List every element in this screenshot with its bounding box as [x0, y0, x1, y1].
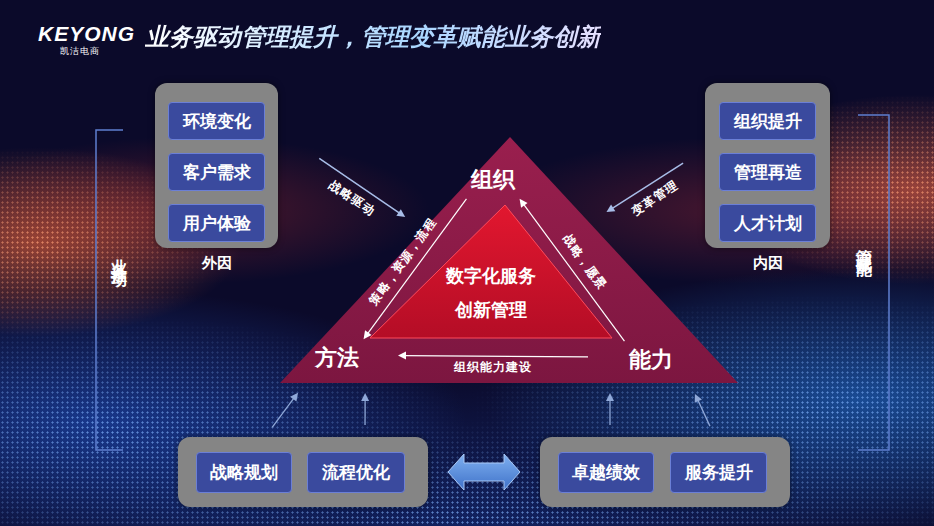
factor-box: 用户体验 [168, 204, 265, 242]
node-text: 方法 [315, 343, 359, 373]
practice-box: 战略规划 [196, 452, 292, 493]
inner-triangle-fill [370, 205, 612, 338]
double-arrow [448, 454, 520, 490]
node-text: 战略规划 [210, 461, 278, 484]
arrow-head [398, 352, 406, 360]
connector-line [697, 399, 709, 426]
connector-arrow [364, 199, 467, 339]
arrow-head [695, 394, 702, 403]
logo-subtitle: 凯洁电商 [60, 45, 100, 58]
corner-label: 能力 [628, 346, 674, 374]
logo-text: KEYONG [38, 22, 135, 46]
node-text: 能力 [629, 345, 673, 375]
arrow-head [364, 330, 372, 339]
group-box: 内因组织提升管理再造人才计划 [705, 83, 830, 248]
node-text: 组织 [471, 165, 515, 195]
node-text: 内因 [705, 254, 830, 273]
node-text: 环境变化 [183, 110, 251, 133]
left-bracket [96, 130, 123, 450]
group-box: 战略规划 流程优化 [178, 437, 428, 507]
node-text: 流程优化 [322, 461, 390, 484]
arrow-head [290, 393, 298, 402]
practice-box: 流程优化 [307, 452, 405, 493]
node-text: 人才计划 [734, 212, 802, 235]
node-text: 管理再造 [734, 161, 802, 184]
right-bracket [858, 115, 889, 450]
connector-arrow [448, 454, 520, 490]
connector-line [367, 199, 466, 334]
connector-line [364, 399, 365, 425]
connector-arrow [520, 199, 625, 341]
node-text: 卓越绩效 [572, 461, 640, 484]
node-text: 客户需求 [183, 161, 251, 184]
arrow-head [396, 209, 405, 217]
inner-triangle: 数字化服务 创新管理 [370, 205, 612, 338]
practice-box: 卓越绩效 [558, 452, 654, 493]
node-text: 组织提升 [734, 110, 802, 133]
connector-arrow [361, 393, 369, 425]
practice-box: 服务提升 [670, 452, 767, 493]
group-box: 卓越绩效 服务提升 [540, 437, 790, 507]
bracket-label: 管理赋能 [853, 236, 874, 252]
factor-box: 组织提升 [719, 102, 816, 140]
arrow-head [520, 199, 528, 208]
diagram-title: 业务驱动管理提升，管理变革赋能业务创新 [145, 21, 601, 53]
arrow-head [606, 393, 614, 401]
arrow-head [606, 204, 615, 212]
connector-line [609, 399, 610, 425]
factor-box: 环境变化 [168, 102, 265, 140]
connector-line [404, 356, 588, 357]
group-box: 外因环境变化客户需求用户体验 [155, 83, 278, 248]
edge-label: 组织能力建设 [454, 359, 532, 376]
factor-box: 客户需求 [168, 153, 265, 191]
corner-label: 方法 [314, 344, 360, 372]
factor-box: 管理再造 [719, 153, 816, 191]
outer-triangle: 组织数字化服务 创新管理方法 能力 [280, 137, 738, 383]
corner-label: 组织 [470, 166, 516, 194]
node-text: 服务提升 [685, 461, 753, 484]
bracket-label: 业务推动 [108, 246, 129, 262]
node-text: 数字化服务 创新管理 [439, 259, 543, 327]
connector-arrow [606, 393, 614, 425]
connector-arrow [695, 394, 710, 426]
node-text: 用户体验 [183, 212, 251, 235]
factor-box: 人才计划 [719, 204, 816, 242]
connector-line [272, 397, 294, 427]
connector-line [523, 204, 624, 342]
outer-triangle-fill [280, 137, 738, 383]
connector-arrow [398, 352, 588, 360]
arrow-head [361, 393, 369, 401]
node-text: 外因 [155, 254, 278, 273]
connector-arrow [272, 393, 298, 428]
